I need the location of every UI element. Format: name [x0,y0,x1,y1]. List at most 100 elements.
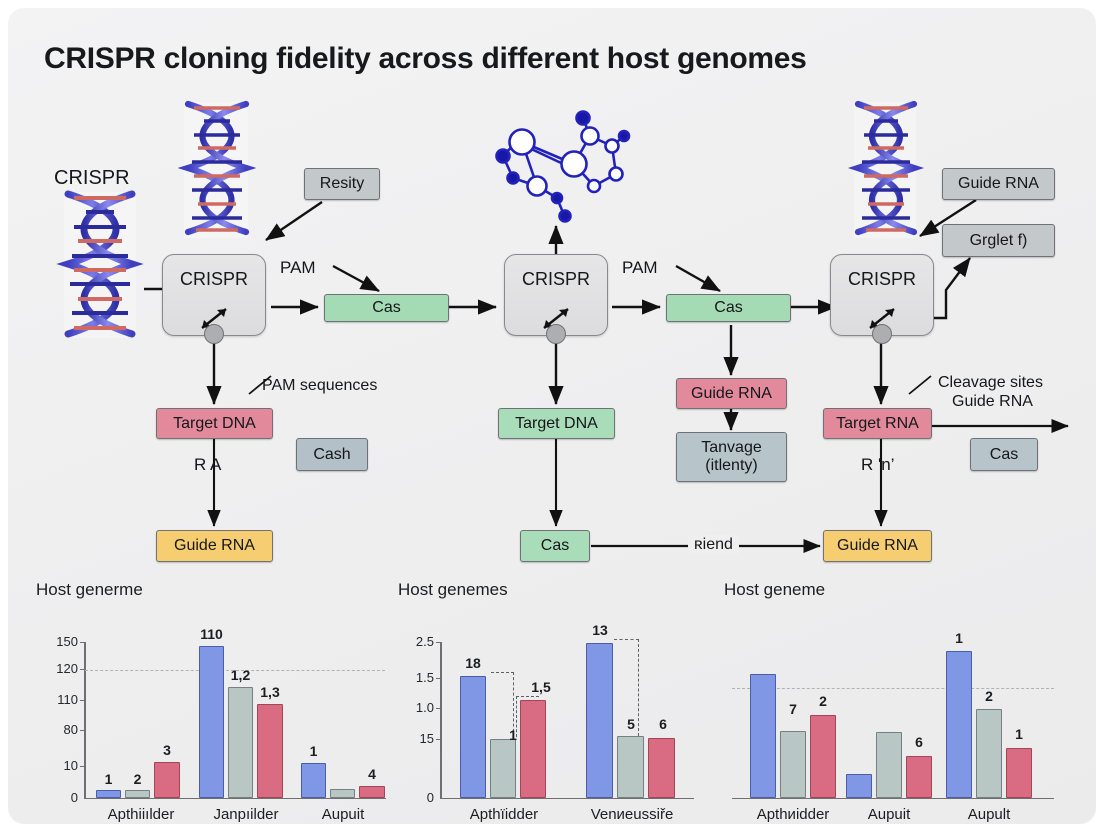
crispr-process-left-label: CRISPR [179,269,248,289]
chart2-title: Host genemes [398,580,508,599]
target-dna-box-middle[interactable]: Target DNA [498,408,615,439]
chart3-x-axis [732,798,1054,800]
crispr-helix-label: CRISPR [54,167,130,189]
chart1-ytick-2: 110 [57,692,78,707]
crispr-process-right[interactable]: CRISPR [830,254,934,344]
chart2-x-axis [440,798,694,800]
cas-box-right[interactable]: Cas [970,438,1038,471]
chart3-bar-2-2 [1006,748,1032,798]
chart2-barlabel-0-1: 1 [509,727,517,743]
guide-rna-box-right-bottom[interactable]: Guide RNA [823,530,932,562]
chart2-barlabel-0-0: 18 [465,655,481,671]
chart3-bar-2-0 [946,651,972,798]
chart-host-generme: Host generme 150 120 110 80 10 0 1 2 [36,580,386,823]
chart3-bar-2-1 [976,709,1002,798]
cleavage-box-line2: (itlenty) [705,457,758,474]
chart-host-geneme: Host geneme 7 2 6 1 2 1 Apthиidder Aupui… [724,580,1084,823]
resity-box[interactable]: Resity [304,168,380,200]
chart1-cat-2: Aupuit [321,806,365,823]
chart3-bar-0-0 [750,674,776,798]
chart2-bar-1-1 [617,736,644,798]
edge-label-left: R A [194,455,222,474]
chart1-ytick-5: 0 [70,790,78,805]
crispr-process-right-knob [872,324,892,344]
chart1-y-axis [84,642,86,798]
chart2-barlabel-0-2: 1,5 [531,679,551,695]
cas-box-left[interactable]: Cas [324,294,449,322]
chart1-cat-0: Apthiiılder [107,806,175,823]
chart1-barlabel-1-0: 110 [200,626,223,642]
chart2-ytick-3: 15 [419,731,434,746]
chart2-ytick-4: 0 [426,790,434,805]
chart1-bar-2-1 [330,789,355,798]
chart2-bar-0-0 [460,676,486,798]
chart1-bar-1-1 [228,687,253,798]
chart1-reference-line [85,670,385,671]
pam-label-middle: PAM [622,258,658,277]
crispr-process-middle[interactable]: CRISPR [504,254,608,344]
chart2-ytick-0: 2.5 [415,634,434,649]
cleavage-box-line1: Tanvage [701,439,762,457]
chart3-bar-0-1 [780,731,806,798]
chart3-title: Host geneme [724,580,826,599]
guide-rna-box-right-top[interactable]: Guide RNA [942,168,1055,200]
chart2-connector-0 [491,672,514,737]
chart2-bar-0-2 [520,700,546,798]
cas-box-middle[interactable]: Cas [666,294,791,322]
page-title: CRISPR cloning fidelity across different… [44,42,807,75]
chart2-ytick-1: 1.5 [415,670,434,685]
chart-host-genemes: Host genemes 2.5 1.5 1.0 15 0 18 1 1,5 [398,580,718,823]
chart1-barlabel-1-1: 1,2 [230,667,251,683]
chart2-ytick-2: 1.0 [415,700,434,715]
edge-label-right: R ʹn’ [861,455,895,474]
chart1-bar-1-0 [199,646,224,798]
crispr-process-middle-label: CRISPR [521,269,590,289]
chart2-connector-1 [516,696,539,737]
chart2-bar-0-1 [490,739,516,798]
chart3-cat-0: Apthиidder [756,806,830,823]
chart1-title: Host generme [36,580,143,599]
chart1-barlabel-0-1: 2 [133,771,142,787]
chart1-barlabel-0-2: 3 [163,742,171,758]
chart3-bar-0-2 [810,715,836,798]
cleavage-box-middle[interactable]: Tanvage (itlenty) [676,432,787,482]
chart1-cat-1: Janpıilder [213,806,279,823]
crispr-process-left-knob [204,324,224,344]
chart3-barlabel-0-1: 7 [789,701,797,717]
grglet-box[interactable]: Grglet f) [942,224,1055,257]
chart3-barlabel-2-0: 1 [955,630,963,646]
chart2-barlabel-1-1: 5 [627,716,635,732]
cas-box-bottom-middle[interactable]: Cas [520,530,590,562]
chart1-bar-0-1 [125,790,150,798]
molecule-icon [495,110,631,223]
riend-arrow-label: ʀiend [688,535,739,555]
cleavage-sites-line2: Guide RNA [952,393,1033,411]
guide-rna-box-left[interactable]: Guide RNA [156,530,273,562]
target-rna-box[interactable]: Target RNA [823,408,932,439]
chart1-barlabel-0-0: 1 [104,771,113,787]
target-dna-box-left[interactable]: Target DNA [156,408,273,439]
chart3-bar-1-2 [906,756,932,798]
cleavage-sites-label: Cleavage sites Guide RNA [938,373,1043,411]
chart1-plot: 150 120 110 80 10 0 1 2 3 110 1,2 [36,608,386,823]
chart3-reference-line [732,688,1054,689]
chart2-bar-1-0 [586,643,613,798]
chart3-cat-2: Aupult [967,806,1011,823]
chart3-barlabel-2-1: 2 [985,688,993,704]
chart2-connector-2 [614,639,639,736]
chart1-barlabel-2-2: 4 [368,766,376,782]
chart2-plot: 2.5 1.5 1.0 15 0 18 1 1,5 13 5 6 [398,608,718,823]
chart1-ytick-4: 10 [63,758,78,773]
chart1-barlabel-1-2: 1,3 [260,684,280,700]
chart2-barlabel-1-0: 13 [592,622,608,638]
chart3-barlabel-1-2: 6 [915,734,923,750]
cash-box[interactable]: Cash [296,438,368,471]
guide-rna-box-middle[interactable]: Guide RNA [676,378,787,409]
chart2-bar-1-2 [648,738,675,798]
poster-canvas: CRISPR cloning fidelity across different… [8,8,1096,824]
crispr-process-left[interactable]: CRISPR [162,254,266,344]
chart3-bar-1-1 [876,732,902,798]
chart1-bar-0-2 [154,762,180,798]
pam-sequences-label: PAM sequences [262,377,378,394]
chart1-barlabel-2-0: 1 [309,743,318,759]
